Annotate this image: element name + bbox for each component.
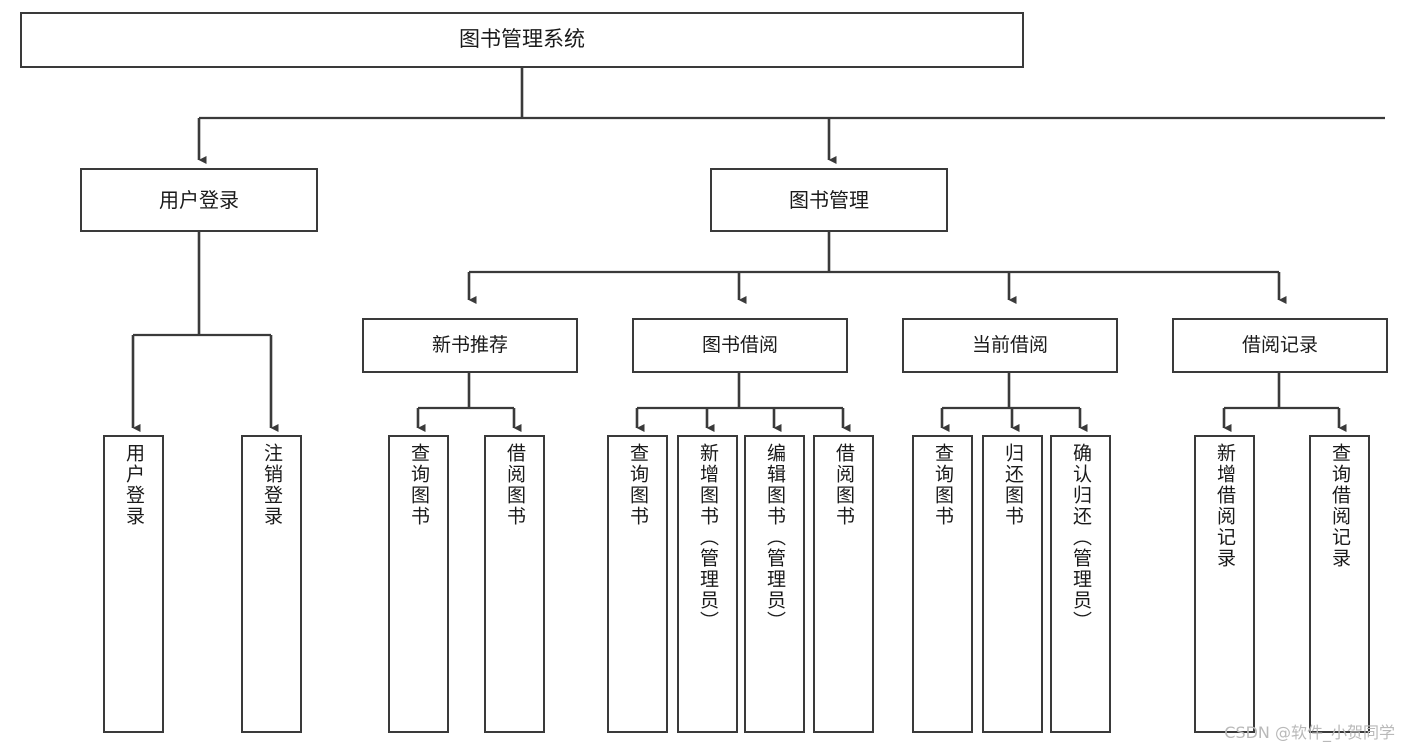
node-label: 注销登录 (261, 443, 283, 527)
node-label: 归还图书 (1002, 443, 1024, 527)
leaf-current-borrow-confirm-return[interactable]: 确认归还（管理员） (1050, 435, 1111, 733)
leaf-book-borrow-query[interactable]: 查询图书 (607, 435, 668, 733)
node-label: 图书管理系统 (459, 27, 585, 52)
node-borrow-record[interactable]: 借阅记录 (1172, 318, 1388, 373)
node-label: 图书管理 (789, 187, 869, 212)
leaf-user-login-login[interactable]: 用户登录 (103, 435, 164, 733)
node-label: 查询图书 (627, 443, 649, 527)
node-label: 新书推荐 (431, 333, 508, 356)
leaf-borrow-record-add[interactable]: 新增借阅记录 (1194, 435, 1255, 733)
node-label: 用户登录 (159, 187, 239, 212)
node-label: 查询图书 (932, 443, 954, 527)
node-new-book-recommend[interactable]: 新书推荐 (362, 318, 578, 373)
leaf-borrow-record-query[interactable]: 查询借阅记录 (1309, 435, 1370, 733)
leaf-book-borrow-edit[interactable]: 编辑图书（管理员） (744, 435, 805, 733)
node-label: 借阅图书 (833, 443, 855, 527)
leaf-current-borrow-query[interactable]: 查询图书 (912, 435, 973, 733)
node-label: 借阅图书 (504, 443, 526, 527)
node-label: 新增图书（管理员） (697, 443, 719, 632)
node-label: 编辑图书（管理员） (764, 443, 786, 632)
node-label: 确认归还（管理员） (1070, 443, 1092, 632)
node-label: 当前借阅 (971, 333, 1048, 356)
leaf-current-borrow-return[interactable]: 归还图书 (982, 435, 1043, 733)
leaf-book-borrow-borrow[interactable]: 借阅图书 (813, 435, 874, 733)
node-current-borrow[interactable]: 当前借阅 (902, 318, 1118, 373)
watermark: CSDN @软件_小贺同学 (1224, 723, 1395, 742)
node-root-book-management-system[interactable]: 图书管理系统 (20, 12, 1024, 68)
node-user-login[interactable]: 用户登录 (80, 168, 318, 232)
leaf-book-borrow-add[interactable]: 新增图书（管理员） (677, 435, 738, 733)
node-label: 查询图书 (408, 443, 430, 527)
node-label: 新增借阅记录 (1214, 443, 1236, 569)
node-label: 图书借阅 (701, 333, 778, 356)
leaf-user-login-logout[interactable]: 注销登录 (241, 435, 302, 733)
node-book-management[interactable]: 图书管理 (710, 168, 948, 232)
leaf-new-book-borrow[interactable]: 借阅图书 (484, 435, 545, 733)
node-label: 用户登录 (123, 443, 145, 527)
leaf-new-book-query[interactable]: 查询图书 (388, 435, 449, 733)
node-label: 查询借阅记录 (1329, 443, 1351, 569)
node-book-borrow[interactable]: 图书借阅 (632, 318, 848, 373)
node-label: 借阅记录 (1241, 333, 1318, 356)
